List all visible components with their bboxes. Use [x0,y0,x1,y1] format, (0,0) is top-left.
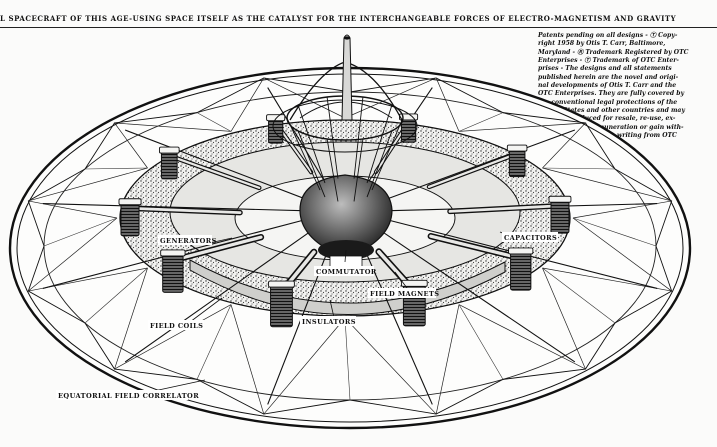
rim-star-lattice [27,77,673,415]
rim-lattice-line [344,77,460,132]
cage-rib [371,117,404,191]
notice-line: Enterprises - Ⓣ Trademark of OTC Enter- [538,57,679,65]
coil-cap [160,249,186,257]
coil-cap [508,247,534,255]
spoke [124,129,318,205]
field-coil [550,199,570,234]
rim-lattice-line [230,304,346,415]
spoke [373,225,576,363]
cage-rib [326,97,339,179]
header-title: L SPACECRAFT OF THIS AGE-USING SPACE ITS… [0,14,677,23]
cage-rib [326,138,339,202]
spoke [374,129,576,205]
magnet-arm-highlight [171,235,263,262]
mast [341,34,353,121]
cage-rib [366,130,393,198]
magnet-arm-highlight [429,234,523,260]
field-coil [270,284,293,328]
cage-rib [297,130,326,198]
rim-strut [458,304,504,380]
rim-strut [196,112,232,132]
coil-cap [118,198,142,206]
notice-line: prises - The designs and all statements [538,65,672,73]
rim-lattice-line [28,167,148,219]
label-field-magnets: FIELD MAGNETS [370,290,439,298]
coil-cap [158,146,180,154]
spoke [355,230,433,405]
rim-strut [542,267,616,324]
rim-strut [196,304,232,380]
label-insulators: INSULATORS [302,318,356,326]
field-coil [162,253,184,293]
label-commutator: COMMUTATOR [316,268,377,276]
cage-ribs [286,97,404,202]
cage-rib [353,97,364,179]
notice-line: published herein are the novel and origi… [538,73,679,81]
magnet-arm-highlight [168,154,261,189]
field-coil [160,150,178,180]
rim-strut [84,167,148,170]
magnet-arm-highlight [128,206,242,214]
notice-line: Maryland - Ⓡ Trademark Registered by OTC [538,48,689,56]
coil-cap [268,280,295,288]
rim-lattice-line [230,77,346,132]
label-capacitors: CAPACITORS [504,234,557,242]
field-coil [120,202,140,237]
rim-strut [84,267,148,324]
spoke [42,203,308,212]
cage-rib [286,117,321,191]
rim-strut [458,112,504,132]
header-rule [0,27,717,28]
cage-rib [297,104,326,184]
coil-cap [266,114,286,122]
notice-line: OTC Enterprises. They are fully covered … [538,90,685,98]
field-coil [268,118,284,144]
coil-cap [548,195,572,203]
rim-lattice-line [542,217,672,292]
label-generators: GENERATORS [160,237,217,245]
notice-line: the conventional legal protections of th… [538,98,678,106]
rim-strut [344,317,351,401]
notice-line: United States and other countries and ma… [538,107,685,115]
field-coil [510,251,532,291]
rim-strut [43,217,118,247]
rim-lattice-line [458,122,587,169]
cage-rib [353,138,364,202]
magnet-arm-highlight [427,152,519,188]
notice-line: not be reproduced for resale, re-use, ex… [538,115,676,123]
notice-line: Patents pending on all designs - Ⓣ Copy- [538,32,678,39]
coil-cap [506,144,528,152]
cage-rib [366,104,393,184]
radial-units [118,113,572,328]
notice-line: nal developments of Otis T. Carr and the [538,82,677,90]
rim-strut [542,167,616,170]
field-coil [508,148,526,178]
part-labels: GENERATORS CAPACITORS COMMUTATOR FIELD M… [56,232,558,400]
rim-lattice-line [458,267,587,370]
rim-lattice-line [28,217,148,292]
notice-line: hibition, or for remuneration or gain wi… [538,123,684,131]
rim-strut [572,217,657,247]
coil-cap [400,279,428,287]
rim-lattice-line [344,304,460,415]
label-equatorial-field-correlator: EQUATORIAL FIELD CORRELATOR [58,392,199,400]
rim-lattice-line [542,167,672,219]
magnet-arm-highlight [448,204,562,213]
notice-line: right 1958 by Otis T. Carr, Baltimore, [538,40,666,48]
rim-lattice-line [113,122,232,169]
label-field-coils: FIELD COILS [150,322,203,330]
spoke [124,225,319,363]
